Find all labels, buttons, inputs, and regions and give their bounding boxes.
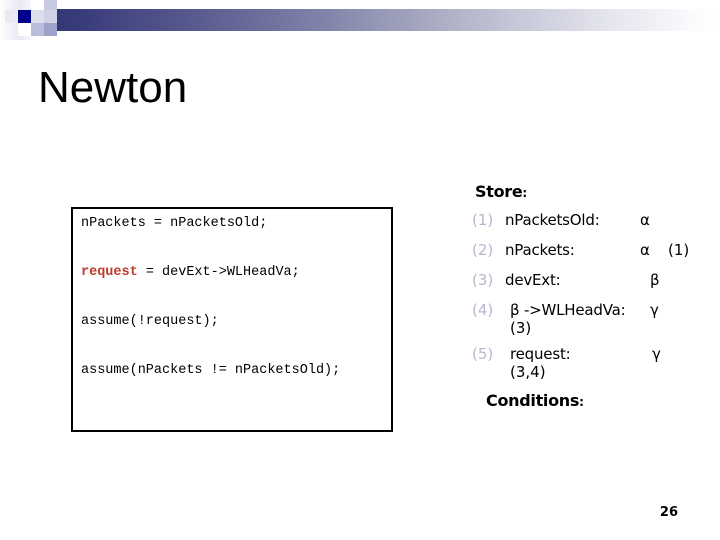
store-row-value: β	[650, 271, 660, 289]
store-row-name: nPackets:	[505, 241, 575, 259]
conditions-heading-colon: :	[579, 395, 584, 409]
store-row-value: α	[640, 241, 650, 259]
store-row-value: γ	[652, 345, 661, 363]
store-row-number: (4)	[472, 301, 494, 319]
store-row-name: β ->WLHeadVa:	[510, 301, 626, 319]
conditions-heading: Conditions:	[486, 391, 720, 410]
decor-square	[18, 23, 31, 36]
decor-square	[31, 23, 44, 36]
code-text: = devExt->WLHeadVa;	[137, 265, 300, 280]
store-row-name: nPacketsOld:	[505, 211, 600, 229]
store-row: (5) request: γ (3,4)	[472, 345, 720, 389]
store-row-reference: (1)	[668, 241, 690, 259]
store-heading-colon: :	[522, 186, 527, 200]
store-row: (1) nPacketsOld: α	[472, 211, 720, 241]
code-line-2: request = devExt->WLHeadVa;	[81, 265, 300, 281]
store-row-value: γ	[650, 301, 659, 319]
store-row-dependencies: (3,4)	[510, 363, 546, 381]
store-row-number: (5)	[472, 345, 494, 363]
store-row: (2) nPackets: α (1)	[472, 241, 720, 271]
decor-square	[44, 23, 57, 36]
store-row-number: (3)	[472, 271, 494, 289]
code-line-4: assume(nPackets != nPacketsOld);	[81, 363, 340, 379]
decor-square	[44, 0, 57, 13]
code-text: assume(nPackets != nPacketsOld);	[81, 363, 341, 378]
decor-square	[44, 10, 57, 23]
store-row-name: devExt:	[505, 271, 561, 289]
store-row-name: request:	[510, 345, 571, 363]
decor-square	[5, 10, 18, 23]
code-line-3: assume(!request);	[81, 314, 219, 330]
decor-square-dark	[18, 10, 31, 23]
page-title: Newton	[38, 63, 188, 112]
code-line-1: nPackets = nPacketsOld;	[81, 216, 267, 232]
decor-square	[31, 10, 44, 23]
decor-square	[57, 0, 70, 9]
code-text: assume(!request);	[81, 314, 219, 329]
store-row-number: (2)	[472, 241, 494, 259]
store-heading-label: Store	[475, 182, 523, 201]
header-gradient-bar	[34, 9, 720, 31]
conditions-heading-label: Conditions	[486, 391, 580, 410]
header-decoration	[0, 0, 720, 40]
page-number: 26	[659, 505, 678, 520]
store-row: (4) β ->WLHeadVa: γ (3)	[472, 301, 720, 345]
decor-square	[31, 0, 44, 13]
store-row-number: (1)	[472, 211, 494, 229]
store-heading: Store:	[475, 182, 720, 201]
code-text: nPackets = nPacketsOld;	[81, 216, 268, 231]
code-keyword-request: request	[81, 265, 138, 280]
store-panel: Store: (1) nPacketsOld: α (2) nPackets: …	[472, 182, 720, 410]
store-row: (3) devExt: β	[472, 271, 720, 301]
code-snippet-box: nPackets = nPacketsOld; request = devExt…	[71, 207, 393, 432]
store-row-value: α	[640, 211, 650, 229]
store-row-dependencies: (3)	[510, 319, 532, 337]
